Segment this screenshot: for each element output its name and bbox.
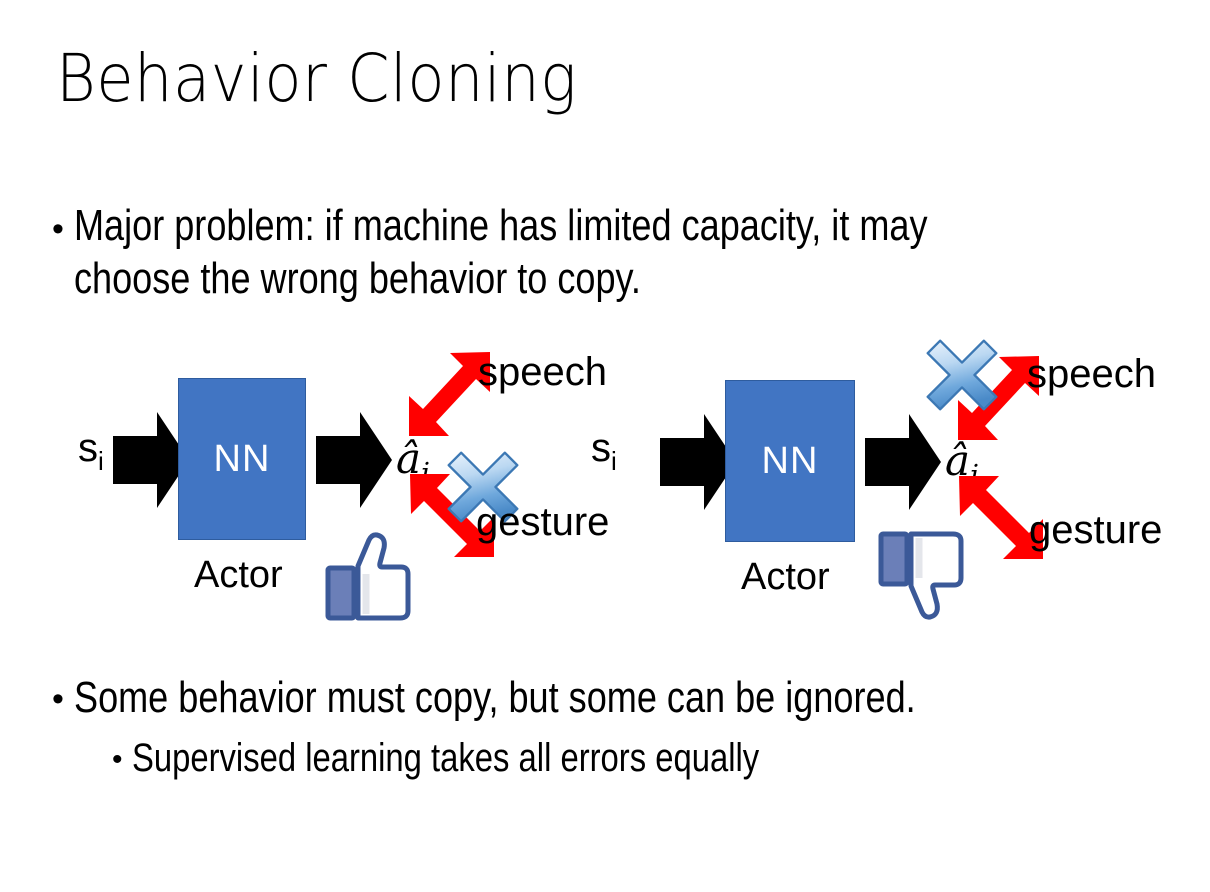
state-subscript: i xyxy=(611,446,617,476)
state-label-left: si xyxy=(78,428,104,474)
actor-caption-left: Actor xyxy=(194,554,283,596)
block-arrow-right-icon xyxy=(316,412,392,508)
state-label-right: si xyxy=(591,428,617,474)
blue-x-icon xyxy=(926,339,998,411)
nn-box-label: NN xyxy=(761,439,819,482)
cross-out-speech-right xyxy=(923,336,1001,419)
branch-arrow-speech-right xyxy=(955,352,1045,463)
branch-arrow-speech-left xyxy=(406,348,496,459)
action-symbol: â xyxy=(396,434,422,483)
block-arrow-right-icon xyxy=(865,414,941,510)
block-arrow-right-icon xyxy=(113,412,189,508)
nn-box-label: NN xyxy=(213,437,271,480)
branch-label-speech-left: speech xyxy=(478,350,607,394)
nn-box-right: NN xyxy=(725,380,855,542)
action-label-left: âi xyxy=(396,438,430,487)
branch-label-gesture-left: gesture xyxy=(476,500,610,544)
diagram-panel-left: si NN Actor âi xyxy=(10,330,610,640)
bullet-marker-icon: • xyxy=(52,210,64,248)
branch-arrow-gesture-right xyxy=(955,472,1047,585)
output-arrow-right xyxy=(865,412,941,517)
feedback-icon-left xyxy=(322,526,422,631)
actor-caption-right: Actor xyxy=(741,556,830,598)
bullet-text: Some behavior must copy, but some can be… xyxy=(73,673,916,722)
action-subscript: i xyxy=(421,456,431,490)
blue-x-icon xyxy=(447,451,519,523)
cross-out-gesture-left xyxy=(444,448,522,531)
branch-label-gesture-right: gesture xyxy=(1029,508,1163,552)
bullet-text: Supervised learning takes all errors equ… xyxy=(131,736,759,780)
action-label-right: âi xyxy=(945,440,979,489)
action-symbol: â xyxy=(945,436,971,485)
diagram-panel-right: si NN Actor âi xyxy=(557,330,1162,640)
state-symbol: s xyxy=(78,426,98,470)
nn-box-left: NN xyxy=(178,378,306,540)
feedback-icon-right xyxy=(875,526,975,631)
thumbs-down-icon xyxy=(878,531,964,620)
input-arrow-left xyxy=(113,410,189,515)
bullet-marker-icon: • xyxy=(112,743,123,776)
action-subscript: i xyxy=(970,458,980,492)
bullet-marker-icon: • xyxy=(52,680,64,718)
double-arrow-diagonal-icon xyxy=(959,476,1043,559)
thumbs-up-icon xyxy=(325,532,411,621)
double-arrow-diagonal-icon xyxy=(958,356,1039,440)
branch-arrow-gesture-left xyxy=(406,470,498,583)
page-title: Behavior Cloning xyxy=(56,40,578,117)
output-arrow-left xyxy=(316,410,392,515)
input-arrow-right xyxy=(660,412,736,517)
block-arrow-right-icon xyxy=(660,414,736,510)
bullet-text: Major problem: if machine has limited ca… xyxy=(73,201,928,303)
branch-label-speech-right: speech xyxy=(1027,352,1156,396)
bullet-item-major-problem: • Major problem: if machine has limited … xyxy=(52,200,1142,306)
bullet-item-some-behavior: • Some behavior must copy, but some can … xyxy=(52,672,1182,724)
double-arrow-diagonal-icon xyxy=(409,352,490,436)
bullet-item-supervised-learning: • Supervised learning takes all errors e… xyxy=(112,735,1172,782)
state-symbol: s xyxy=(591,426,611,470)
double-arrow-diagonal-icon xyxy=(410,474,494,557)
state-subscript: i xyxy=(98,446,104,476)
